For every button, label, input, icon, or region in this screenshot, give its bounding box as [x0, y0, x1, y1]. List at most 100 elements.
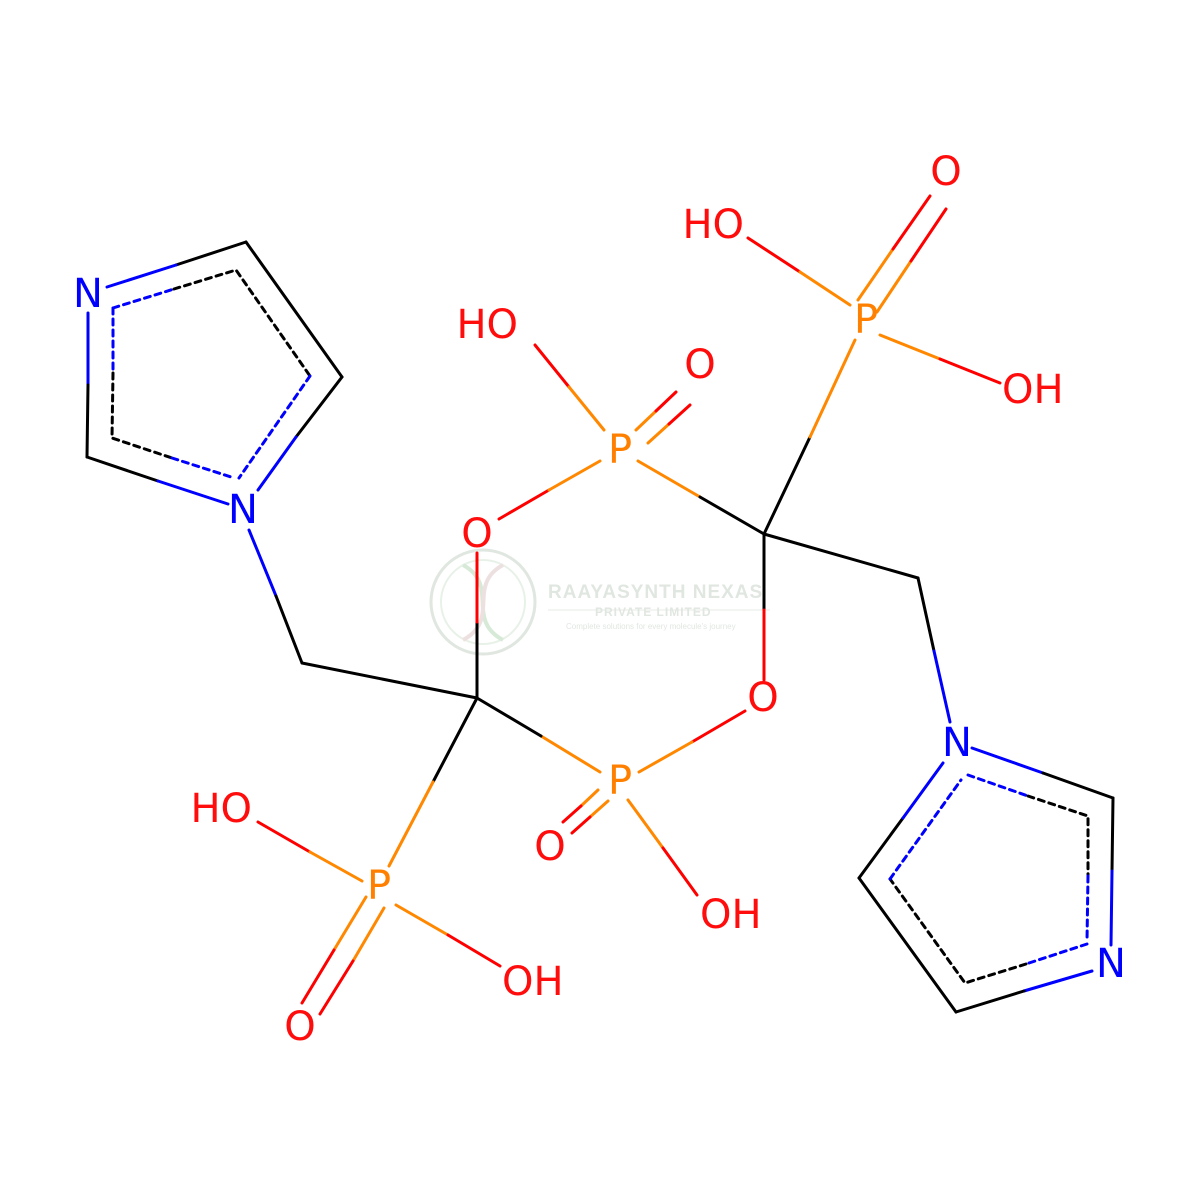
bond: [547, 459, 602, 492]
bond: [667, 403, 692, 426]
bond: [85, 455, 160, 483]
aromatic-bond: [888, 877, 1028, 985]
bond: [1022, 969, 1094, 993]
watermark-helix-icon-2: [462, 563, 505, 642]
bond: [856, 247, 895, 302]
atom-labels: N N HO O P O O P O OH O HO P OH N N HO P…: [73, 149, 1126, 1050]
bond: [954, 989, 1026, 1014]
bond: [570, 815, 592, 835]
atom-nitrogen: N: [1096, 941, 1126, 987]
bond: [808, 338, 857, 439]
aromatic-bond: [237, 374, 312, 480]
bond: [539, 734, 602, 774]
atom-oxygen: O: [534, 824, 565, 870]
bond: [637, 740, 694, 774]
bonds: [85, 194, 1115, 1016]
atom-oxygen: O: [284, 1004, 315, 1050]
aromatic-bond: [1085, 874, 1090, 943]
bond: [698, 495, 766, 536]
atom-hydroxy: OH: [700, 892, 762, 938]
bond: [661, 846, 699, 897]
atom-oxygen: O: [684, 342, 715, 388]
atom-oxygen: O: [930, 149, 961, 195]
atom-phosphorus: P: [854, 297, 878, 343]
bond: [387, 780, 435, 868]
bond: [308, 850, 364, 883]
aromatic-bond: [172, 268, 312, 378]
bond: [274, 594, 304, 665]
bond: [901, 761, 945, 820]
bond: [561, 804, 583, 824]
atom-hydroxy: HO: [190, 786, 252, 832]
aromatic-bond: [110, 371, 174, 460]
bond: [932, 649, 952, 724]
atom-hydroxy: HO: [456, 302, 518, 348]
atom-oxygen: O: [461, 511, 492, 557]
bond: [1041, 771, 1115, 800]
bond: [654, 390, 678, 413]
atom-phosphorus: P: [367, 863, 391, 909]
bond: [878, 333, 942, 361]
bond: [916, 576, 936, 653]
bond: [247, 528, 278, 598]
atom-phosphorus: P: [608, 427, 632, 473]
bond: [332, 895, 368, 952]
bond: [938, 357, 1002, 385]
bond: [1110, 796, 1115, 873]
bond: [256, 435, 298, 492]
bond: [636, 459, 702, 499]
watermark: RAAYASYNTH NEXAS PRIVATE LIMITED Complet…: [429, 548, 770, 656]
aromatic-bond: [888, 778, 963, 881]
atom-nitrogen: N: [228, 487, 258, 533]
aromatic-bond: [966, 773, 1030, 798]
bond: [294, 375, 344, 439]
bond: [762, 532, 920, 580]
bond: [497, 488, 551, 521]
atom-phosphorus: P: [608, 758, 632, 804]
bond: [394, 903, 450, 937]
bond: [909, 207, 948, 263]
bond: [857, 816, 905, 880]
bond: [875, 259, 913, 314]
bond: [798, 270, 852, 307]
watermark-tagline: Complete solutions for every molecule's …: [566, 622, 736, 631]
bond: [431, 696, 479, 784]
atom-hydroxy: HO: [682, 202, 744, 248]
bond: [690, 709, 747, 744]
bond: [746, 236, 802, 274]
bond: [634, 409, 658, 432]
watermark-logo-inner: [440, 559, 526, 645]
bond: [579, 788, 600, 808]
atom-hydroxy: OH: [1002, 367, 1064, 413]
bond: [762, 435, 812, 536]
bond: [105, 263, 178, 289]
bond: [174, 240, 248, 267]
watermark-subtitle: PRIVATE LIMITED: [595, 605, 712, 619]
atom-hydroxy: OH: [502, 959, 564, 1005]
bond: [567, 385, 606, 432]
bond: [156, 479, 230, 506]
atom-oxygen: O: [747, 675, 778, 721]
bond: [1109, 869, 1114, 947]
atom-nitrogen: N: [73, 271, 103, 317]
bond: [351, 906, 386, 963]
atom-nitrogen: N: [942, 720, 972, 766]
bond: [533, 343, 571, 389]
bond: [857, 876, 958, 1014]
aromatic-bond: [1024, 942, 1089, 966]
bond: [626, 798, 665, 850]
bond: [85, 383, 90, 459]
bond: [300, 948, 336, 1005]
watermark-logo-ring: [429, 548, 537, 656]
bond: [970, 746, 1045, 775]
aromatic-bond: [111, 287, 176, 310]
aromatic-bond: [170, 456, 233, 479]
bond: [891, 194, 932, 251]
bond: [588, 799, 610, 819]
bond: [318, 959, 355, 1016]
bond: [446, 933, 502, 968]
bond: [646, 422, 671, 445]
watermark-name: RAAYASYNTH NEXAS: [548, 582, 763, 603]
